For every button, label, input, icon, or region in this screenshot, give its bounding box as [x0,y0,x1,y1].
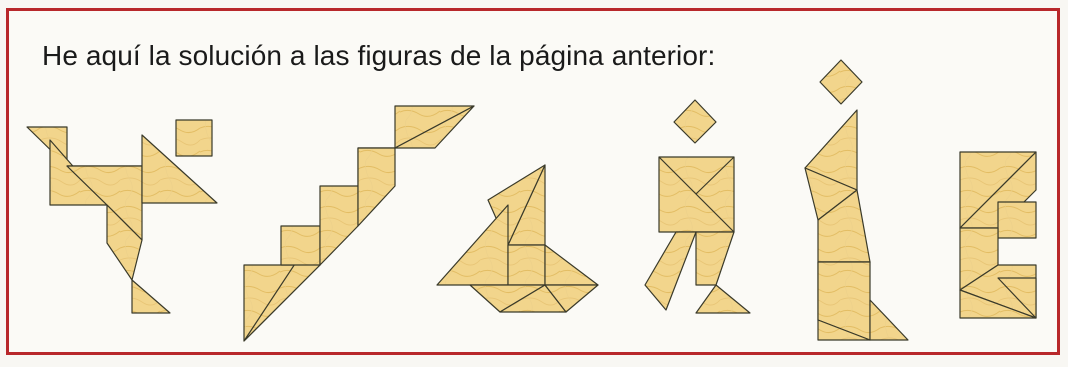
tangram-figure-2 [243,105,475,342]
tangram-figure-5 [804,59,909,341]
tangram-figure-3 [436,164,599,313]
tangram-figure-4 [644,99,751,314]
tangram-figure-6 [959,151,1037,319]
solution-caption: He aquí la solución a las figuras de la … [42,40,716,71]
tangram-figure-1 [26,119,218,314]
